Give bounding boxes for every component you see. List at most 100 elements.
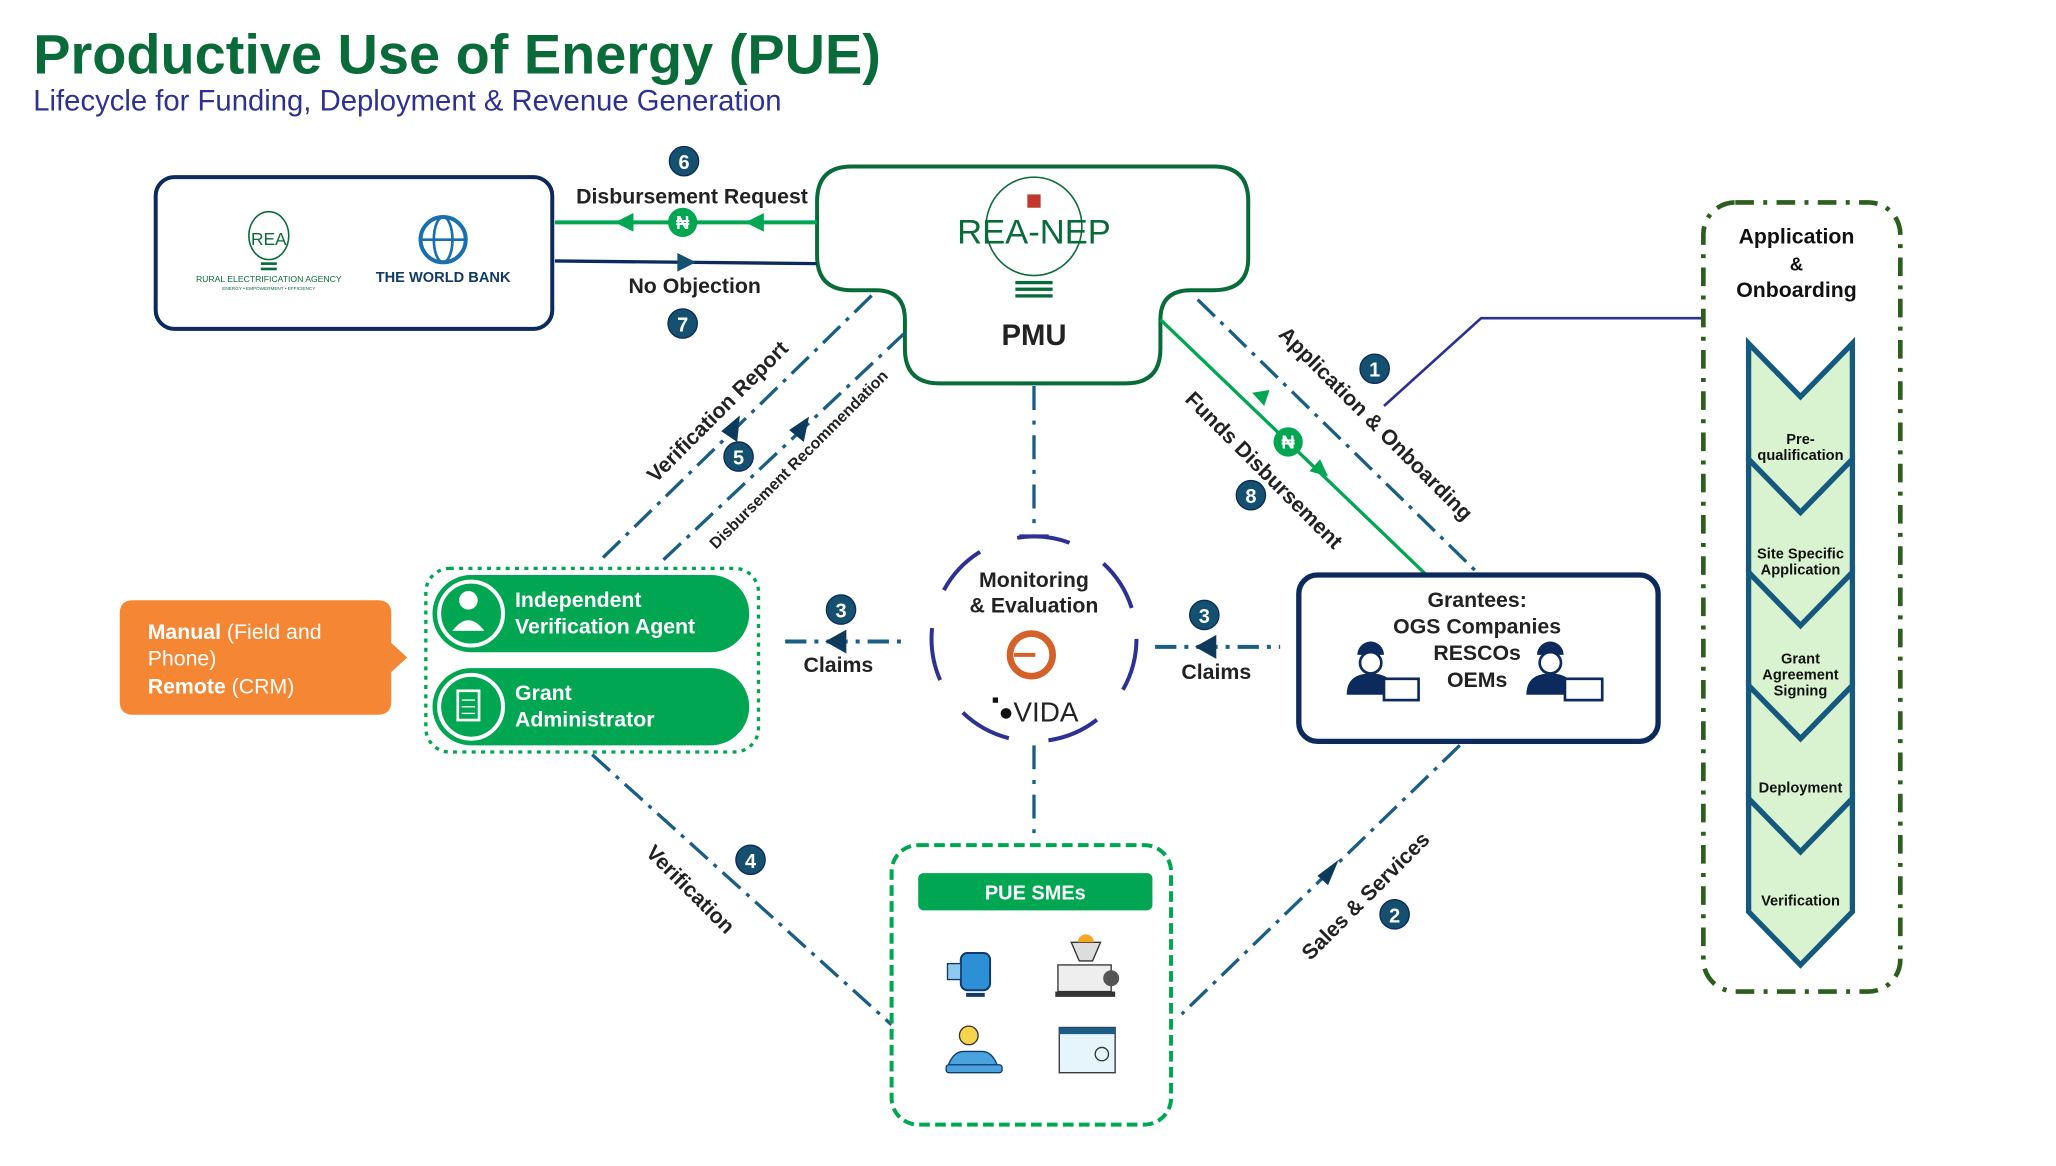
grain-mill-icon [1055,934,1120,997]
svg-text:Claims: Claims [803,653,873,677]
svg-text:Phone): Phone) [148,647,217,671]
agents-group: Independent Verification Agent Grant Adm… [424,566,761,754]
lifecycle-step-label: Site Specific [1757,546,1844,562]
svg-text:Claims: Claims [1181,660,1251,684]
svg-text:THE WORLD BANK: THE WORLD BANK [376,270,511,286]
step-badge [1189,599,1220,631]
lifecycle-step-label: Agreement [1762,667,1839,683]
arrow-left-icon [614,213,764,232]
flow-claims-right: 3 Claims [1155,599,1281,684]
flow-verification: Verification 4 [591,753,893,1027]
document-icon [456,689,481,722]
independent-verification-agent: Independent Verification Agent [432,575,750,653]
svg-text:ENERGY • EMPOWERMENT • EFFICIE: ENERGY • EMPOWERMENT • EFFICIENCY [222,286,315,291]
monitoring-evaluation-node: Monitoring & Evaluation VIDA [929,534,1139,744]
svg-text:Grant: Grant [515,681,572,705]
grantees-node: Grantees: OGS Companies RESCOs OEMs [1296,572,1661,745]
solar-worker-icon [1346,641,1420,702]
lifecycle-step-label: qualification [1757,448,1843,464]
svg-text:PUE SMEs: PUE SMEs [985,883,1086,905]
flow-application-onboarding: Application & Onboarding 1 [1196,298,1707,577]
arrow-left-icon [825,629,847,654]
svg-text:3: 3 [835,601,846,623]
svg-text:Onboarding: Onboarding [1736,278,1857,302]
svg-text:6: 6 [678,152,689,174]
page-title: Productive Use of Energy (PUE) [33,22,881,85]
svg-text:7: 7 [677,314,688,336]
arrow-down-right-icon [1252,390,1270,407]
lifecycle-step-label: Deployment [1759,781,1843,797]
svg-text:1: 1 [1369,360,1380,382]
svg-text:Monitoring: Monitoring [979,568,1089,592]
rea-logo: REA RURAL ELECTRIFICATION AGENCY ENERGY … [196,210,342,291]
step-badge [1379,899,1410,930]
funders-box: REA RURAL ELECTRIFICATION AGENCY ENERGY … [153,175,555,331]
flow-disbursement-request: ₦ Disbursement Request 6 [554,145,818,238]
svg-text:4: 4 [745,851,756,873]
svg-text:&: & [1790,253,1803,274]
page-subtitle: Lifecycle for Funding, Deployment & Reve… [33,86,781,118]
arrow-left-icon [1195,634,1217,659]
svg-text:Verification Report: Verification Report [642,336,793,487]
svg-text:OEMs: OEMs [1447,668,1507,692]
svg-text:Grantees:: Grantees: [1427,588,1526,612]
verification-modes-callout: Manual (Field and Phone) Remote (CRM) [119,600,408,715]
pue-smes-node: PUE SMEs [889,843,1174,1127]
svg-text:3: 3 [1199,606,1210,628]
svg-text:No Objection: No Objection [628,274,760,298]
lifecycle-step: Verification [1745,792,1856,969]
svg-text:Verification Agent: Verification Agent [515,615,695,639]
arrow-up-right-icon [721,415,810,442]
svg-text:& Evaluation: & Evaluation [970,593,1099,617]
lifecycle-step-label: Application [1761,562,1841,578]
step-badge [668,145,700,177]
svg-text:Application: Application [1739,225,1855,249]
freezer-icon [1058,1026,1116,1074]
step-badge [1235,479,1267,511]
svg-text:Independent: Independent [515,588,642,612]
svg-text:8: 8 [1245,486,1256,508]
chevron-shape [1745,792,1856,969]
world-bank-logo: THE WORLD BANK [376,215,511,286]
arrow-down-left-icon [1317,859,1339,886]
flow-no-objection: No Objection 7 [554,252,818,339]
lifecycle-panel: Application & Onboarding Pre-qualificati… [1701,200,1903,994]
arrow-right-icon [677,252,696,272]
svg-text:Disbursement Request: Disbursement Request [576,185,808,209]
svg-text:2: 2 [1389,905,1400,927]
svg-text:RESCOs: RESCOs [1433,641,1521,665]
step-badge [1359,353,1390,385]
flow-sales-services: Sales & Services 2 [1180,744,1461,1016]
naira-icon [668,207,698,238]
step-badge [723,441,754,472]
remote-mode-text: Remote (CRM) [148,674,295,698]
lifecycle-step-label: Grant [1781,652,1820,668]
svg-text:OGS Companies: OGS Companies [1393,615,1561,639]
flow-verification-report: Verification Report Disbursement Recomme… [597,294,907,563]
svg-text:₦: ₦ [676,212,690,233]
svg-text:₦: ₦ [1281,432,1295,453]
electric-vehicle-icon [945,1025,1003,1074]
water-pump-icon [946,951,992,997]
lifecycle-step-label: Pre- [1786,432,1815,448]
coat-of-arms-icon [1027,194,1041,208]
lifecycle-step-label: Signing [1774,683,1828,699]
pmu-label: PMU [1001,320,1066,352]
rea-nep-logo: REA-NEP [957,214,1111,252]
vida-logo: VIDA [1013,696,1079,727]
vida-logo-icon [1006,630,1056,680]
svg-text:Administrator: Administrator [515,708,655,732]
svg-text:REA: REA [251,229,287,249]
svg-text:Verification: Verification [641,840,739,938]
step-badge [735,844,766,876]
step-badge [825,594,857,625]
svg-text:Sales & Services: Sales & Services [1297,827,1434,964]
solar-worker-icon [1526,641,1604,702]
grant-administrator: Grant Administrator [432,668,750,746]
arrow-down-right-icon [1309,459,1329,477]
naira-icon [1273,427,1303,457]
step-badge [667,308,698,339]
